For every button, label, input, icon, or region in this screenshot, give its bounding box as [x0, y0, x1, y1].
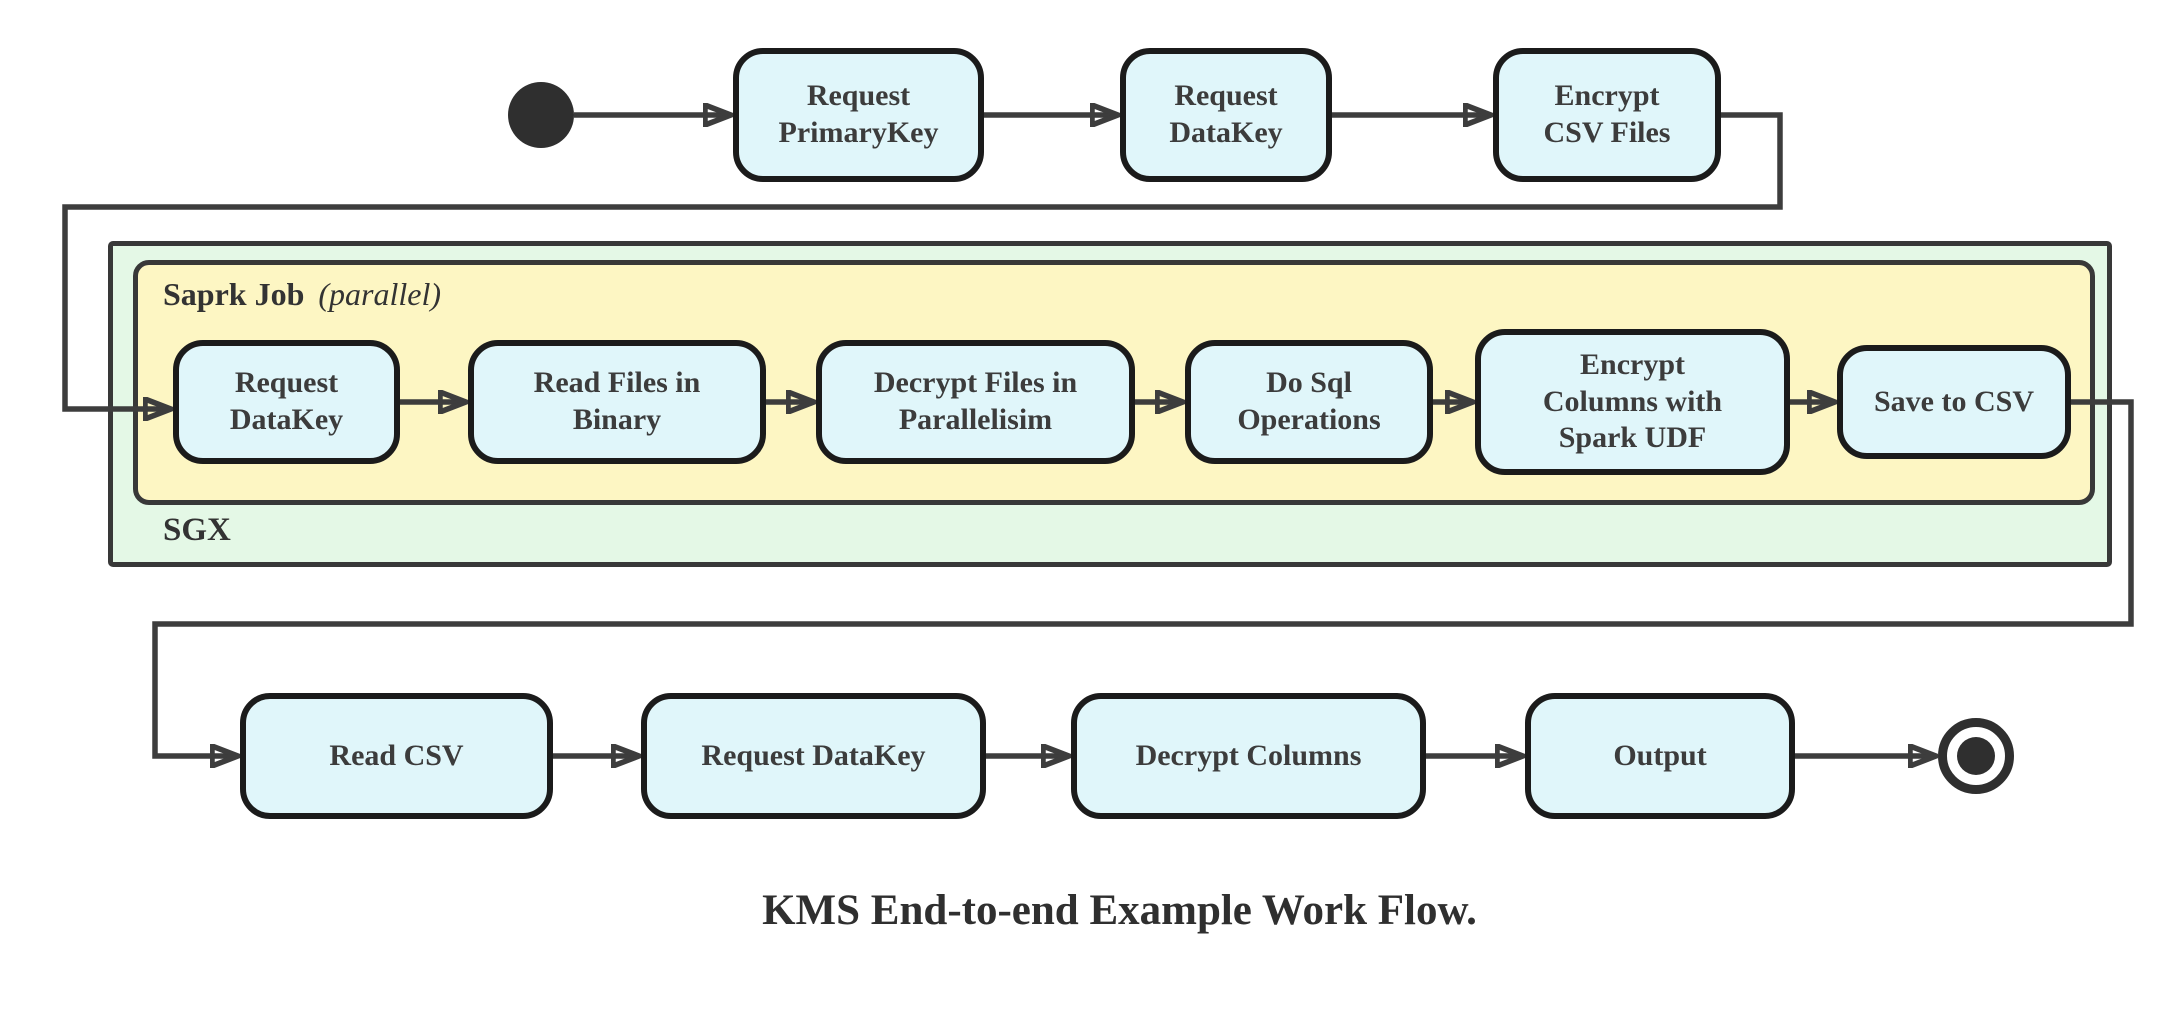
- parallel-annotation: (parallel): [318, 276, 442, 312]
- edge-encrypt-csv-to-spark-request-datakey: [62, 112, 1783, 409]
- node-request-datakey-top: Request DataKey: [1120, 48, 1332, 182]
- spark-job-label: Saprk Job (parallel): [163, 276, 441, 313]
- node-request-primarykey: Request PrimaryKey: [733, 48, 984, 182]
- sgx-label: SGX: [163, 512, 231, 548]
- node-do-sql-operations: Do Sql Operations: [1185, 340, 1433, 464]
- node-decrypt-columns: Decrypt Columns: [1071, 693, 1426, 819]
- node-read-files-in-binary: Read Files in Binary: [468, 340, 766, 464]
- diagram-caption: KMS End-to-end Example Work Flow.: [762, 887, 1477, 934]
- node-decrypt-files-in-parallelisim: Decrypt Files in Parallelisim: [816, 340, 1135, 464]
- final-state-node: [1938, 718, 2014, 794]
- node-output: Output: [1525, 693, 1795, 819]
- node-encrypt-columns-with-spark-udf: Encrypt Columns with Spark UDF: [1475, 329, 1790, 475]
- edge-save-csv-to-read-csv: [152, 399, 2134, 756]
- node-request-datakey-bottom: Request DataKey: [641, 693, 986, 819]
- spark-job-label-text: Saprk Job: [163, 276, 305, 312]
- node-spark-request-datakey: Request DataKey: [173, 340, 400, 464]
- initial-state-node: [508, 82, 574, 148]
- node-save-to-csv: Save to CSV: [1837, 345, 2071, 459]
- node-encrypt-csv-files: Encrypt CSV Files: [1493, 48, 1721, 182]
- node-read-csv: Read CSV: [240, 693, 553, 819]
- final-state-inner-dot: [1957, 737, 1995, 775]
